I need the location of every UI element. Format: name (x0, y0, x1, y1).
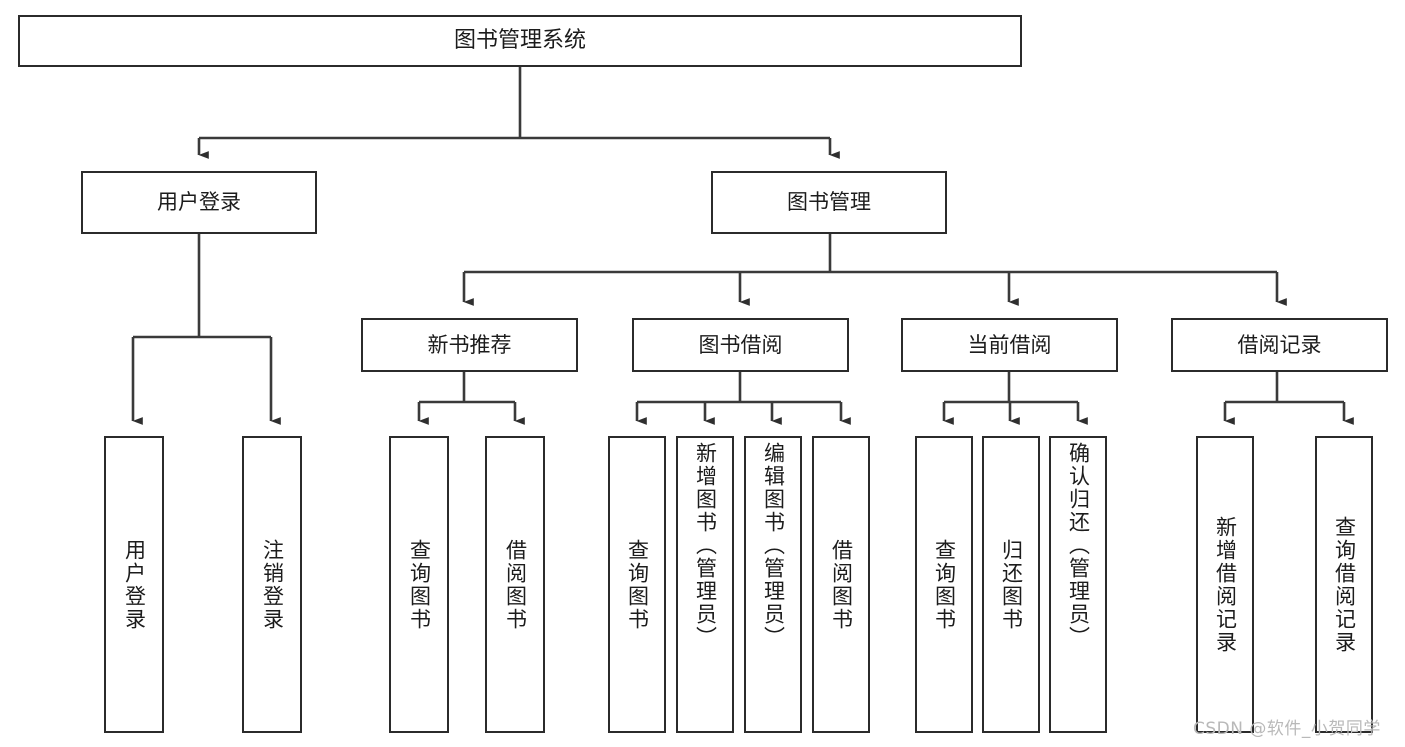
node-label: 注销登录 (260, 538, 285, 631)
node-label: 新增图书（管理员） (693, 442, 718, 649)
leaf-user-login-signin[interactable]: 用户登录 (104, 436, 164, 733)
node-borrow-record[interactable]: 借阅记录 (1171, 318, 1388, 372)
leaf-book-borrow-edit[interactable]: 编辑图书（管理员） (744, 436, 802, 733)
node-label: 编辑图书（管理员） (761, 442, 786, 649)
leaf-current-borrow-query[interactable]: 查询图书 (915, 436, 973, 733)
node-book-borrow[interactable]: 图书借阅 (632, 318, 849, 372)
node-user-login[interactable]: 用户登录 (81, 171, 317, 234)
node-label: 查询图书 (932, 538, 957, 631)
node-root-book-management-system[interactable]: 图书管理系统 (18, 15, 1022, 67)
leaf-new-book-borrow[interactable]: 借阅图书 (485, 436, 545, 733)
node-label: 用户登录 (122, 538, 147, 631)
node-label: 查询图书 (625, 538, 650, 631)
node-label: 借阅记录 (1237, 332, 1322, 357)
leaf-book-borrow-lend[interactable]: 借阅图书 (812, 436, 870, 733)
node-label: 图书管理 (787, 190, 871, 215)
node-new-book-recommend[interactable]: 新书推荐 (361, 318, 578, 372)
node-label: 新书推荐 (427, 332, 512, 357)
node-label: 查询借阅记录 (1332, 515, 1357, 654)
leaf-book-borrow-query[interactable]: 查询图书 (608, 436, 666, 733)
node-current-borrow[interactable]: 当前借阅 (901, 318, 1118, 372)
leaf-borrow-record-query[interactable]: 查询借阅记录 (1315, 436, 1373, 733)
node-label: 当前借阅 (967, 332, 1052, 357)
leaf-book-borrow-add[interactable]: 新增图书（管理员） (676, 436, 734, 733)
node-label: 借阅图书 (829, 538, 854, 631)
leaf-user-login-signout[interactable]: 注销登录 (242, 436, 302, 733)
node-label: 图书管理系统 (453, 28, 586, 54)
node-label: 查询图书 (407, 538, 432, 631)
node-label: 确认归还（管理员） (1066, 442, 1091, 649)
node-label: 用户登录 (157, 190, 241, 215)
node-label: 归还图书 (999, 538, 1024, 631)
leaf-borrow-record-add[interactable]: 新增借阅记录 (1196, 436, 1254, 733)
node-label: 新增借阅记录 (1213, 515, 1238, 654)
leaf-current-borrow-return[interactable]: 归还图书 (982, 436, 1040, 733)
leaf-current-borrow-confirm-return[interactable]: 确认归还（管理员） (1049, 436, 1107, 733)
leaf-new-book-query[interactable]: 查询图书 (389, 436, 449, 733)
node-book-management[interactable]: 图书管理 (711, 171, 947, 234)
node-label: 借阅图书 (503, 538, 528, 631)
node-label: 图书借阅 (698, 332, 783, 357)
